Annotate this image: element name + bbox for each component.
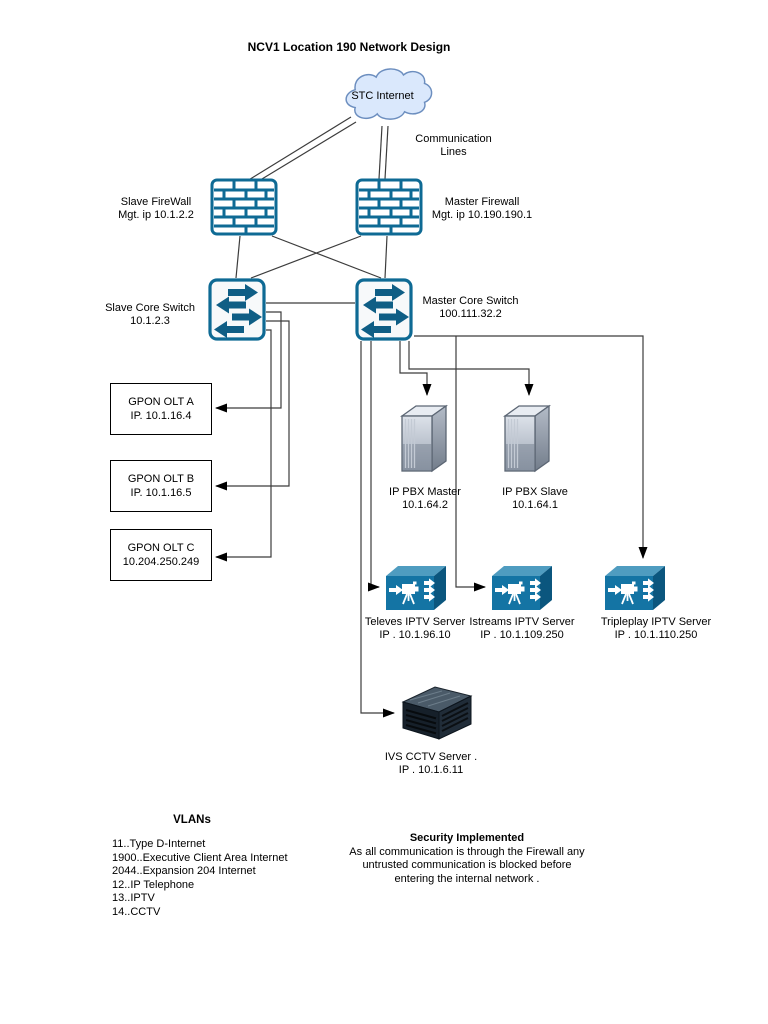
slave-firewall-icon bbox=[210, 178, 278, 236]
link-cctv bbox=[360, 341, 395, 718]
link-cloud-masterfw-2 bbox=[384, 125, 389, 180]
master-core-switch-label: Master Core Switch 100.111.32.2 bbox=[422, 295, 519, 320]
master-firewall-icon bbox=[355, 178, 423, 236]
cloud-label: STC Internet bbox=[351, 90, 414, 102]
ivs-cctv-icon bbox=[401, 686, 473, 740]
master-core-switch-icon bbox=[355, 278, 413, 341]
internet-cloud: STC Internet bbox=[330, 64, 435, 128]
link-masterfw-mastersw bbox=[384, 235, 388, 279]
vlan-item: 11..Type D-Internet bbox=[112, 838, 206, 850]
vlan-item: 13..IPTV bbox=[112, 892, 155, 905]
security-body: As all communication is through the Fire… bbox=[349, 845, 585, 885]
link-masterfw-slavesw bbox=[250, 235, 362, 279]
vlan-item: 12..IP Telephone bbox=[112, 878, 195, 891]
link-tripleplay bbox=[414, 335, 648, 559]
slave-core-switch-icon bbox=[208, 278, 266, 341]
ivs-cctv-label: IVS CCTV Server . IP . 10.1.6.11 bbox=[384, 751, 478, 776]
link-cloud-slavefw-2 bbox=[251, 121, 357, 186]
link-gpon-b bbox=[215, 320, 290, 491]
slave-core-switch-label: Slave Core Switch 10.1.2.3 bbox=[105, 302, 195, 327]
security-heading: Security Implemented bbox=[409, 832, 525, 844]
vlan-item: 14..CCTV bbox=[112, 905, 161, 918]
istreams-iptv-icon bbox=[492, 566, 552, 610]
link-pbx-slave bbox=[408, 341, 534, 396]
link-gpon-a bbox=[215, 311, 282, 413]
tripleplay-iptv-icon bbox=[605, 566, 665, 610]
vlans-heading: VLANs bbox=[173, 814, 211, 826]
cloud-icon bbox=[345, 68, 433, 120]
link-slavefw-mastersw bbox=[271, 235, 382, 279]
link-televes bbox=[368, 341, 380, 592]
vlan-item: 2044..Expansion 204 Internet bbox=[112, 865, 256, 878]
gpon-olt-b-box: GPON OLT B IP. 10.1.16.5 bbox=[110, 460, 212, 512]
master-firewall-label: Master Firewall Mgt. ip 10.190.190.1 bbox=[431, 196, 533, 221]
page-title: NCV1 Location 190 Network Design bbox=[247, 40, 451, 54]
gpon-olt-c-box: GPON OLT C 10.204.250.249 bbox=[110, 529, 212, 581]
tripleplay-iptv-label: Tripleplay IPTV Server IP . 10.1.110.250 bbox=[600, 616, 712, 641]
ip-pbx-master-label: IP PBX Master 10.1.64.2 bbox=[389, 486, 461, 511]
televes-iptv-icon bbox=[386, 566, 446, 610]
ip-pbx-master-icon bbox=[399, 404, 449, 473]
ip-pbx-slave-icon bbox=[502, 404, 552, 473]
gpon-olt-a-box: GPON OLT A IP. 10.1.16.4 bbox=[110, 383, 212, 435]
vlan-item: 1900..Executive Client Area Internet bbox=[112, 851, 288, 864]
link-istreams bbox=[455, 336, 486, 592]
communication-lines-label: Communication Lines bbox=[415, 133, 492, 158]
link-cloud-masterfw-1 bbox=[378, 125, 383, 180]
televes-iptv-label: Televes IPTV Server IP . 10.1.96.10 bbox=[364, 616, 466, 641]
istreams-iptv-label: Istreams IPTV Server IP . 10.1.109.250 bbox=[469, 616, 575, 641]
link-cloud-slavefw-1 bbox=[246, 116, 352, 182]
vlans-list: 11..Type D-Internet 1900..Executive Clie… bbox=[112, 838, 288, 920]
link-slavefw-slavesw bbox=[235, 235, 241, 279]
ip-pbx-slave-label: IP PBX Slave 10.1.64.1 bbox=[502, 486, 568, 511]
slave-firewall-label: Slave FireWall Mgt. ip 10.1.2.2 bbox=[118, 196, 194, 221]
security-note: Security Implemented As all communicatio… bbox=[342, 832, 592, 886]
link-pbx-master bbox=[399, 341, 432, 396]
link-gpon-c bbox=[215, 329, 272, 562]
